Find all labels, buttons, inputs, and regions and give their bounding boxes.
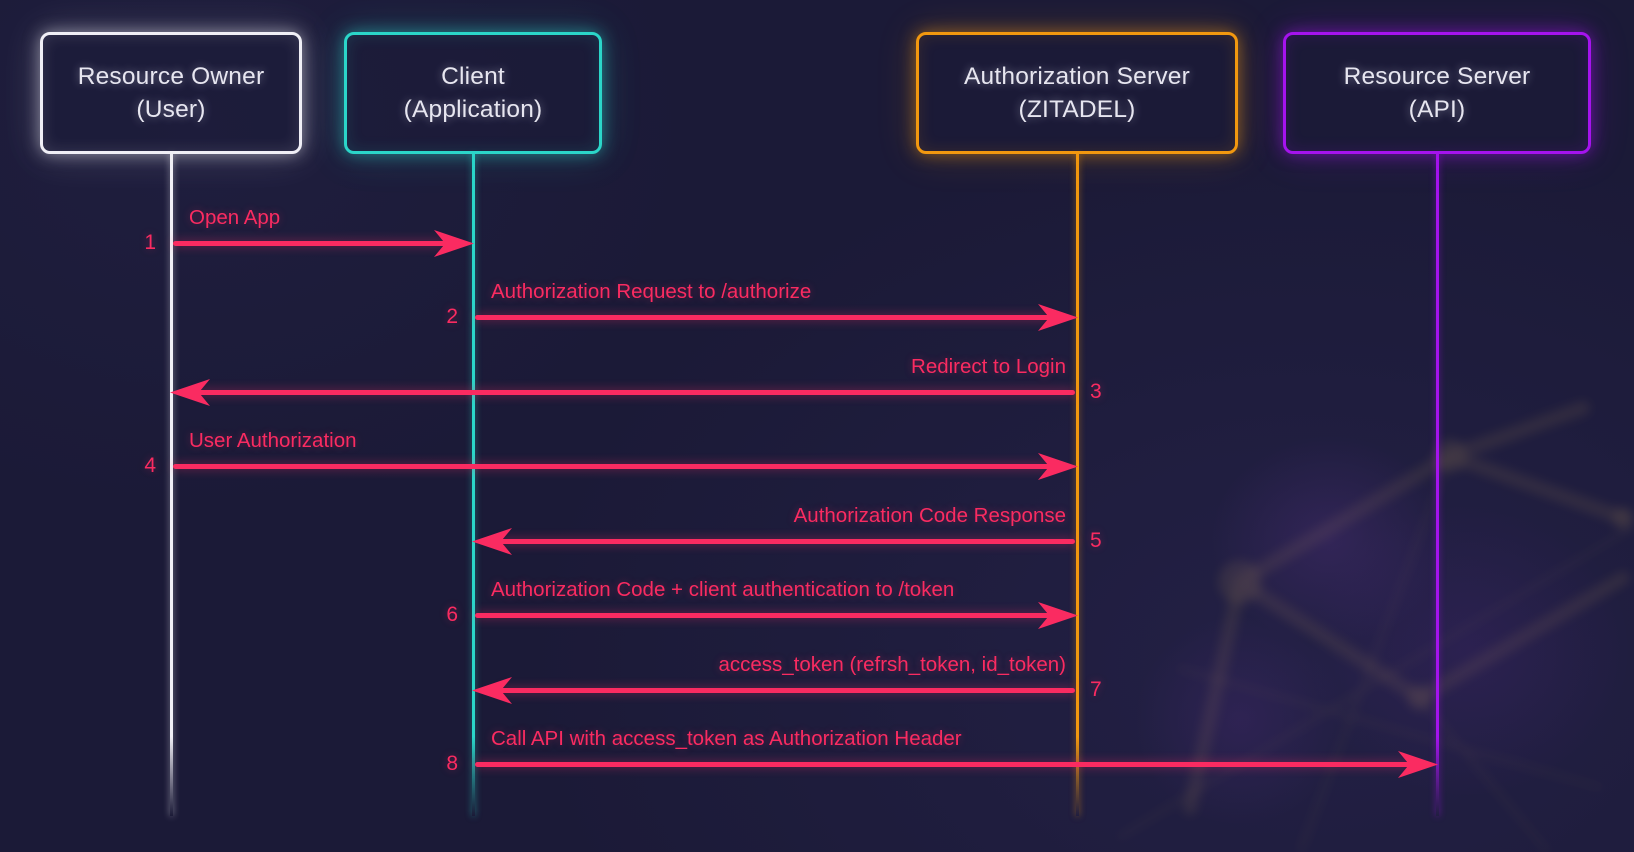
message-label: access_token (refrsh_token, id_token) bbox=[718, 653, 1066, 676]
message-number: 1 bbox=[144, 231, 156, 254]
lifeline-client bbox=[471, 153, 475, 816]
actor-box-resource-server: Resource Server (API) bbox=[1283, 32, 1591, 154]
message-number: 3 bbox=[1090, 380, 1102, 403]
arrow-line bbox=[500, 539, 1075, 544]
message-number: 7 bbox=[1090, 678, 1102, 701]
message-label: Authorization Request to /authorize bbox=[491, 280, 812, 303]
lifeline-resource-owner bbox=[169, 153, 173, 816]
actor-box-auth-server: Authorization Server (ZITADEL) bbox=[916, 32, 1238, 154]
background-purple-haze bbox=[1130, 390, 1634, 852]
message-number: 2 bbox=[446, 305, 458, 328]
actor-subname: (ZITADEL) bbox=[1018, 96, 1136, 123]
actor-name: Resource Server bbox=[1343, 63, 1531, 90]
message-number: 6 bbox=[446, 603, 458, 626]
message-label: Call API with access_token as Authorizat… bbox=[491, 727, 962, 750]
lifeline-auth-server bbox=[1075, 153, 1079, 816]
message-number: 8 bbox=[446, 752, 458, 775]
message-label: Authorization Code + client authenticati… bbox=[491, 578, 955, 601]
actor-subname: (API) bbox=[1408, 96, 1466, 123]
arrow-line bbox=[198, 390, 1075, 395]
message-number: 4 bbox=[144, 454, 156, 477]
arrow-line bbox=[475, 315, 1050, 320]
background-network-pattern bbox=[1118, 401, 1634, 852]
message-label: Redirect to Login bbox=[911, 355, 1066, 378]
message-number: 5 bbox=[1090, 529, 1102, 552]
arrow-line bbox=[500, 688, 1075, 693]
actor-name: Client bbox=[441, 63, 505, 90]
message-label: User Authorization bbox=[189, 429, 357, 452]
actor-subname: (User) bbox=[136, 96, 206, 123]
actor-box-client: Client (Application) bbox=[344, 32, 602, 154]
arrow-line bbox=[475, 613, 1050, 618]
arrow-line bbox=[173, 464, 1050, 469]
arrow-line bbox=[173, 241, 446, 246]
lifeline-resource-server bbox=[1435, 153, 1439, 816]
actor-box-resource-owner: Resource Owner (User) bbox=[40, 32, 302, 154]
actor-name: Resource Owner bbox=[77, 63, 265, 90]
arrow-line bbox=[475, 762, 1410, 767]
message-label: Authorization Code Response bbox=[793, 504, 1066, 527]
message-label: Open App bbox=[189, 206, 281, 229]
actor-subname: (Application) bbox=[403, 96, 543, 123]
actor-name: Authorization Server bbox=[964, 63, 1190, 90]
